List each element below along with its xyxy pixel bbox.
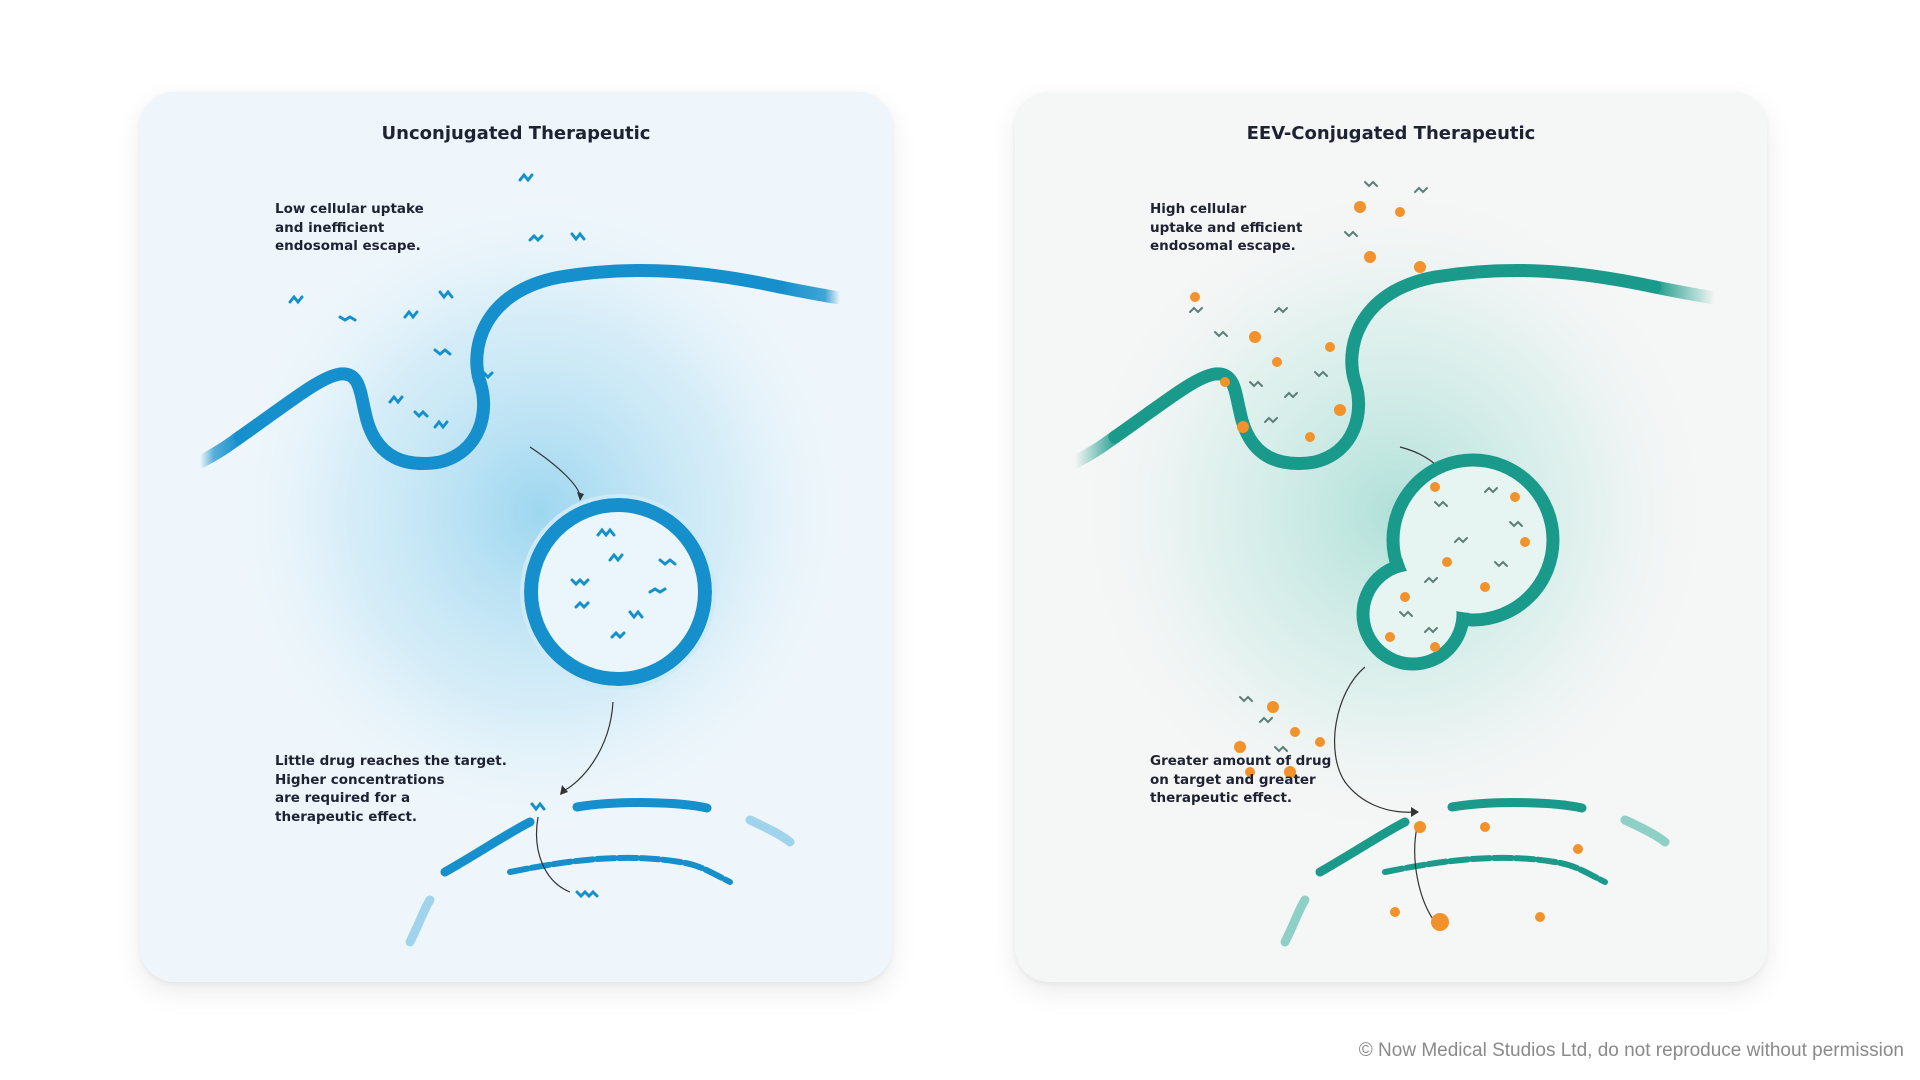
panel-title: EEV-Conjugated Therapeutic [1015, 123, 1767, 144]
target-rna-strand [510, 858, 730, 882]
unconjugated-panel: Unconjugated Therapeutic Low cellular up… [140, 92, 892, 982]
copyright-notice: © Now Medical Studios Ltd, do not reprod… [1359, 1040, 1904, 1062]
endosome [531, 505, 705, 679]
eev-conjugated-panel: EEV-Conjugated Therapeutic High cellular… [1015, 92, 1767, 982]
effect-caption: Greater amount of drug on target and gre… [1150, 752, 1331, 808]
eev-conjugated-illustration [1015, 92, 1767, 982]
uptake-caption: High cellular uptake and efficient endos… [1150, 200, 1302, 256]
panel-title: Unconjugated Therapeutic [140, 123, 892, 144]
effect-caption: Little drug reaches the target. Higher c… [275, 752, 507, 826]
unconjugated-illustration [140, 92, 892, 982]
uptake-caption: Low cellular uptake and inefficient endo… [275, 200, 424, 256]
